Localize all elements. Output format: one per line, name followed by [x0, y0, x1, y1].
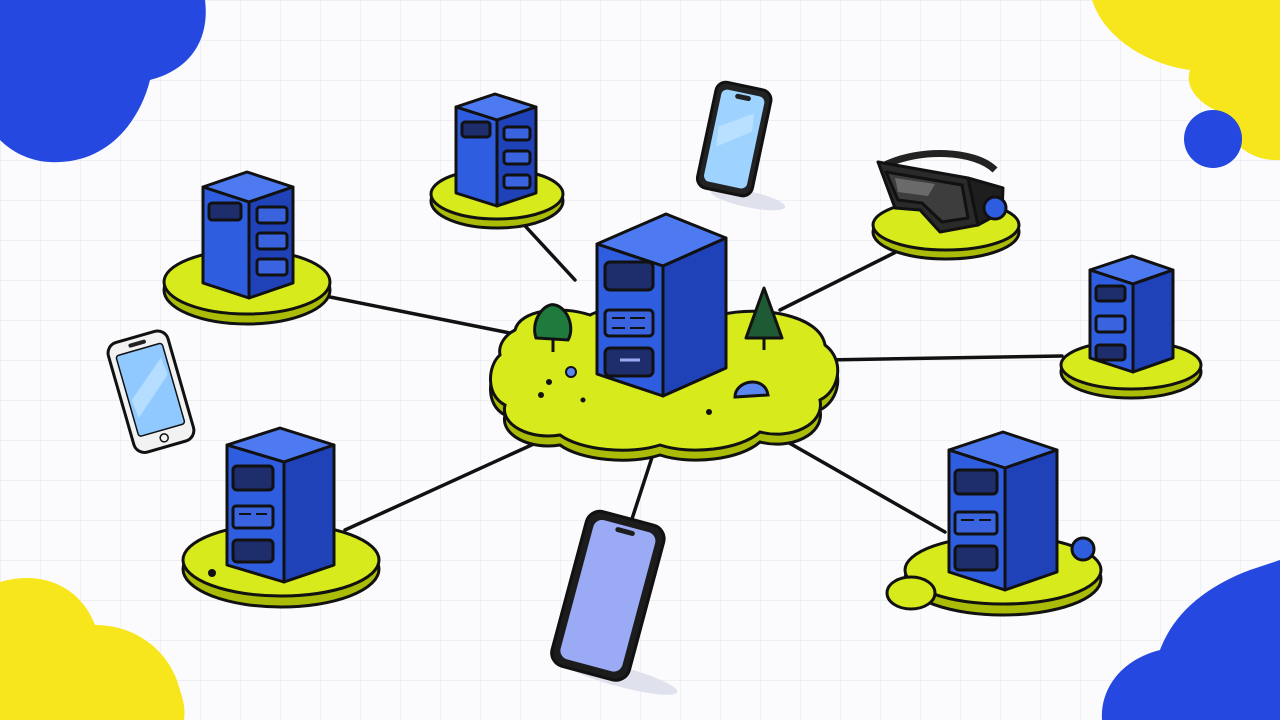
link-right — [823, 354, 1064, 362]
server-bottom-left — [181, 426, 381, 609]
link-vr — [778, 243, 912, 312]
server-top-center — [429, 92, 565, 230]
link-bottom-left — [343, 430, 562, 532]
smartphone-icon — [106, 329, 196, 454]
server-bottom-right — [885, 430, 1103, 617]
small-platform — [885, 575, 937, 611]
server-top-left — [162, 170, 332, 326]
smartphone-icon — [695, 80, 773, 198]
pebble-dot — [565, 366, 577, 378]
pebble-dot — [580, 397, 586, 403]
smartphone-icon — [550, 509, 666, 682]
server-rack-icon — [454, 92, 538, 208]
server-rack-icon — [1088, 254, 1175, 374]
central-hub — [489, 212, 840, 462]
phone-top — [695, 80, 786, 211]
blob-top-left — [0, 0, 206, 163]
round-tree — [533, 303, 573, 352]
dot-top-right — [1184, 110, 1242, 168]
blue-pebble — [733, 380, 770, 399]
vr-headset-icon — [876, 150, 1008, 234]
phone-bottom — [550, 509, 678, 695]
server-rack-icon — [225, 426, 336, 584]
pebble-dot — [706, 409, 712, 415]
blob-bottom-left — [0, 577, 185, 720]
server-rack-icon — [947, 430, 1059, 592]
pebble-dot — [208, 569, 216, 577]
link-bottom-right — [768, 430, 947, 534]
blue-ball — [1070, 536, 1096, 562]
blob-bottom-right — [1101, 560, 1280, 720]
link-top-left — [328, 295, 522, 337]
server-rack-icon — [595, 212, 728, 398]
pebble-dot — [538, 392, 544, 398]
vr-headset — [871, 150, 1021, 261]
cone-tree — [744, 286, 784, 350]
pebble-dot — [546, 379, 552, 385]
server-right — [1059, 254, 1203, 400]
server-rack-icon — [201, 170, 295, 300]
phone-left — [106, 329, 196, 454]
